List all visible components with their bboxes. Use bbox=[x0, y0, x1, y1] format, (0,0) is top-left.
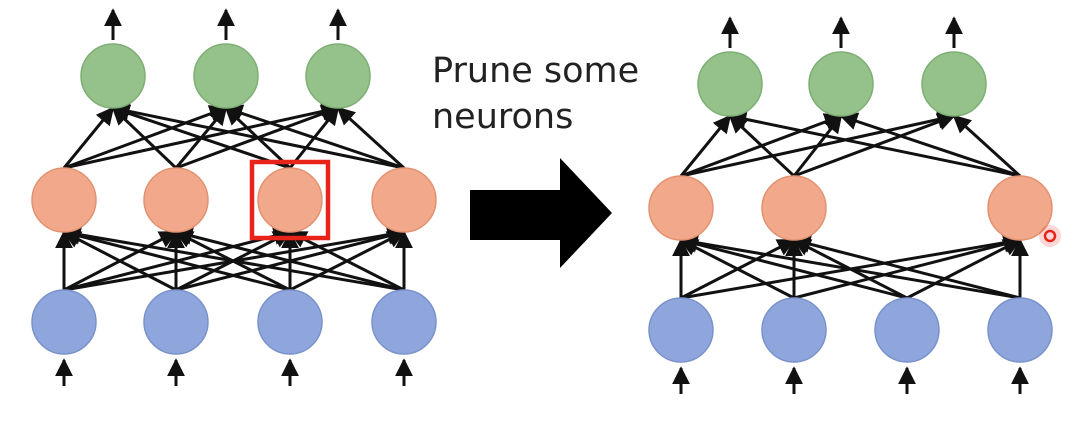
original-network-edge-input3-hidden0 bbox=[62, 225, 405, 292]
cursor-pointer-icon bbox=[1043, 229, 1057, 243]
pruned-network-hidden-neuron bbox=[987, 175, 1053, 241]
caption-line-1: Prune some bbox=[432, 51, 640, 91]
connections-layer bbox=[55, 8, 1029, 394]
pruned-network-output-neuron bbox=[697, 51, 763, 117]
pruned-network-output-neuron bbox=[808, 51, 874, 117]
original-network-input-neuron bbox=[143, 289, 209, 355]
original-network-input-neuron bbox=[371, 289, 437, 355]
pruned-network-edge-hidden2-output2 bbox=[952, 114, 1022, 178]
original-network-edge-hidden2-output0 bbox=[111, 104, 291, 170]
original-network-edge-hidden3-output2 bbox=[336, 106, 406, 170]
original-network-edge-hidden3-output0 bbox=[111, 102, 405, 170]
pruned-network-hidden-neuron bbox=[761, 175, 827, 241]
big-right-arrow-icon bbox=[470, 158, 612, 268]
original-network-hidden-neuron bbox=[143, 167, 209, 233]
pruned-network-input-neuron bbox=[987, 297, 1053, 363]
original-network-edge-input3-hidden2 bbox=[288, 230, 405, 292]
overlay-layer bbox=[249, 158, 1061, 268]
original-network-hidden-neuron bbox=[31, 167, 97, 233]
pruned-network-edge-input2-hidden2 bbox=[906, 238, 1022, 300]
original-network-output-neuron bbox=[193, 43, 259, 109]
original-network-edge-hidden0-output0 bbox=[62, 106, 115, 169]
pruned-network-edge-input2-hidden0 bbox=[679, 235, 908, 300]
pruned-network-hidden-neuron bbox=[648, 175, 714, 241]
pruned-network-edge-hidden1-output1 bbox=[792, 114, 843, 177]
original-network-edge-input2-hidden0 bbox=[62, 227, 291, 292]
original-network-edge-input3-hidden1 bbox=[174, 227, 405, 292]
pruned-network-output-neuron bbox=[921, 51, 987, 117]
pruned-network-edge-input1-hidden0 bbox=[679, 238, 795, 300]
original-network-hidden-neuron bbox=[371, 167, 437, 233]
original-network-edge-hidden3-output1 bbox=[224, 104, 405, 170]
pruned-network-edge-hidden2-output0 bbox=[728, 110, 1021, 178]
pruned-network-input-neuron bbox=[874, 297, 940, 363]
original-network-input-neuron bbox=[31, 289, 97, 355]
caption-text: Prune some neurons bbox=[432, 48, 672, 140]
original-network-edge-input1-hidden0 bbox=[62, 230, 177, 292]
original-network-input-neuron bbox=[257, 289, 323, 355]
original-network-output-neuron bbox=[80, 43, 146, 109]
cursor-glow bbox=[1039, 225, 1061, 247]
pruned-network-edge-input3-hidden1 bbox=[792, 235, 1021, 300]
pruned-network-edge-hidden0-output0 bbox=[679, 114, 732, 177]
original-network-edge-hidden1-output0 bbox=[111, 106, 178, 170]
pruned-network-edge-input3-hidden0 bbox=[679, 233, 1021, 300]
pruned-network-input-neuron bbox=[648, 297, 714, 363]
pruned-network-edge-hidden2-output1 bbox=[839, 112, 1021, 178]
pruned-neuron-highlight-box bbox=[249, 159, 331, 241]
pruned-network-edge-hidden1-output0 bbox=[728, 114, 796, 178]
original-network-output-neuron bbox=[305, 43, 371, 109]
caption-line-2: neurons bbox=[432, 97, 574, 137]
pruned-network-input-neuron bbox=[761, 297, 827, 363]
original-network-hidden-neuron bbox=[257, 167, 323, 233]
neurons-layer bbox=[31, 43, 1053, 363]
